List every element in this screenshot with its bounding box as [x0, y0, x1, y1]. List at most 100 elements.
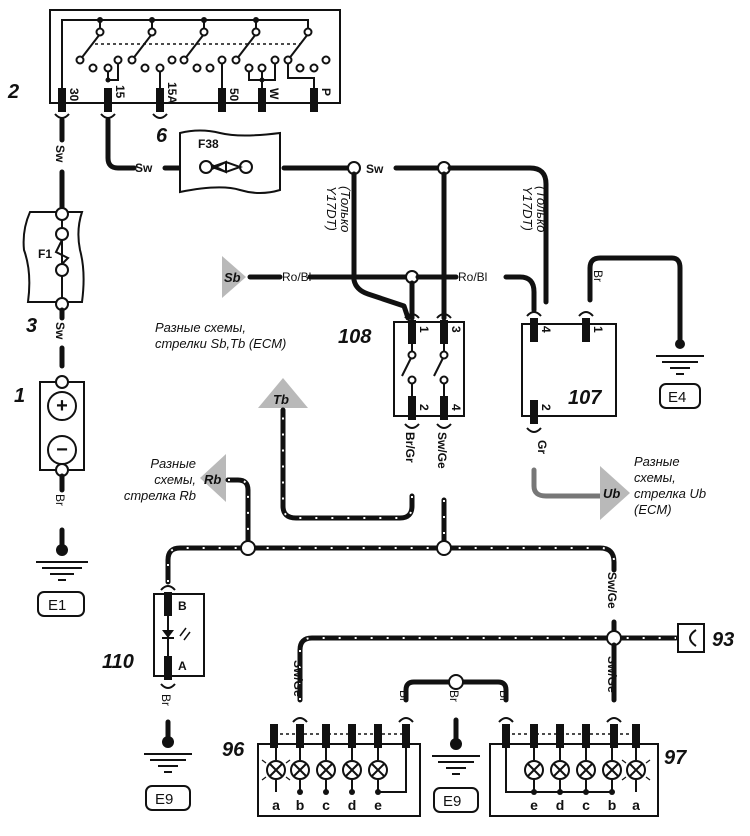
ground-e9-1: E9 [155, 791, 173, 808]
note-ub-line1: Разные [634, 454, 680, 469]
wire-label-ro-bl-2: Ro/Bl [458, 270, 487, 284]
fuse-f1: F1 [22, 207, 85, 311]
wire-label-sw-4: Sw [53, 322, 67, 340]
terminal-15: 15 [113, 85, 127, 99]
cluster-96-lamp-a: a [261, 748, 291, 813]
wire-label-br-110: Br [159, 694, 173, 706]
note-only-y17dt-1-line1: (Только [338, 186, 353, 232]
wire-label-br-e9: Br [447, 690, 461, 702]
fuse-f1-label: F1 [38, 247, 52, 261]
wire-label-sw-2: Sw [135, 161, 153, 175]
cluster-97-lamp-label-d: d [556, 797, 565, 813]
cluster-97-lamp-d: d [550, 748, 570, 813]
cluster-96-lamp-e: e [368, 748, 388, 813]
terminal-p: P [319, 88, 333, 96]
label-1: 1 [14, 385, 25, 407]
terminal-30: 30 [67, 88, 81, 102]
terminal-15a: 15A [165, 82, 179, 104]
cluster-96-lamp-d: d [342, 748, 362, 813]
arrow-sb [222, 256, 246, 298]
pin [402, 724, 410, 748]
note-rb-line2: схемы, [154, 472, 196, 487]
cluster-96-lamp-label-a: a [272, 797, 280, 813]
ground-e1: E1 [48, 597, 66, 614]
pin [502, 724, 510, 748]
relay-107-pin-4: 4 [539, 326, 553, 333]
note-only-y17dt-1-line2: Y17DT) [324, 186, 339, 231]
terminal-50: 50 [227, 88, 241, 102]
led-110-pin-a: A [178, 659, 187, 673]
relay-107-pin-2: 2 [539, 404, 553, 411]
wire-label-sw-ge-3: Sw/Ge [291, 660, 305, 697]
note-sbtb-line2: стрелки Sb,Tb (ECM) [155, 336, 286, 351]
note-rb-line1: Разные [150, 456, 196, 471]
cluster-96-lamp-b: b [290, 748, 310, 813]
wire-label-br-e4: Br [591, 270, 605, 282]
wire-label-br-gr: Br/Gr [403, 432, 417, 463]
note-rb-line3: стрелка Rb [124, 488, 196, 503]
label-96: 96 [222, 739, 245, 761]
cluster-96-lamp-c: c [316, 748, 336, 813]
wire-label-sw-ge-1: Sw/Ge [435, 432, 449, 469]
pin [610, 724, 618, 748]
label-2: 2 [7, 81, 19, 103]
battery-plus: + [56, 395, 68, 417]
relay-108: 1 3 2 4 [393, 313, 465, 429]
led-110: B A [153, 585, 205, 689]
connector-93 [677, 623, 705, 653]
relay-108-pin-1: 1 [417, 326, 431, 333]
relay-108-pin-3: 3 [449, 326, 463, 333]
fuse-f38-label: F38 [198, 137, 219, 151]
label-97: 97 [664, 747, 687, 769]
cluster-96-lamp-label-c: c [322, 797, 330, 813]
wire-label-sw-3: Sw [366, 162, 384, 176]
fuse-f38: F38 [179, 129, 281, 194]
ground-e9-2: E9 [443, 793, 461, 810]
cluster-97-lamp-e: e [524, 748, 544, 813]
pin [270, 724, 278, 748]
note-ub-line4: (ECM) [634, 502, 672, 517]
arrow-rb-label: Rb [204, 472, 221, 487]
cluster-97-lamp-c: c [576, 748, 596, 813]
cluster-97-lamp-label-a: a [632, 797, 640, 813]
pin [296, 724, 304, 748]
cluster-97-lamp-label-c: c [582, 797, 590, 813]
note-sbtb-line1: Разные схемы, [155, 320, 246, 335]
led-110-pin-b: B [178, 599, 187, 613]
battery: + − [39, 375, 85, 477]
relay-107-pin-1: 1 [591, 326, 605, 333]
relay-108-pin-2: 2 [417, 404, 431, 411]
wire-label-gr: Gr [535, 440, 549, 454]
ignition-switch: 30 15 15A 50 W P [49, 9, 341, 119]
pin [556, 724, 564, 748]
arrow-ub [600, 466, 630, 520]
relay-107: 4 1 2 [521, 311, 617, 433]
ground-e4-symbol [656, 355, 704, 375]
note-ub-line2: схемы, [634, 470, 676, 485]
arrow-sb-label: Sb [224, 270, 241, 285]
cluster-97-lamp-label-e: e [530, 797, 538, 813]
pin [582, 724, 590, 748]
label-107: 107 [568, 387, 602, 409]
ground-e4: E4 [668, 389, 686, 406]
wire-label-sw-1: Sw [53, 145, 67, 163]
pin [530, 724, 538, 748]
pin [322, 724, 330, 748]
arrow-rb [200, 454, 226, 502]
arrow-ub-label: Ub [603, 486, 620, 501]
cluster-97-lamp-a: a [621, 748, 651, 813]
wire-label-ro-bl-1: Ro/Bl [282, 270, 311, 284]
pin [632, 724, 640, 748]
arrow-tb-label: Tb [273, 392, 289, 407]
wire-label-br-e1: Br [53, 494, 67, 506]
wire-label-br-97: Br [497, 690, 511, 702]
cluster-96-lamp-label-b: b [296, 797, 305, 813]
terminal-w: W [267, 88, 281, 100]
note-only-y17dt-2-line2: Y17DT) [520, 186, 535, 231]
label-3: 3 [26, 315, 37, 337]
label-108: 108 [338, 326, 372, 348]
label-6: 6 [156, 125, 168, 147]
note-only-y17dt-2-line1: (Только [534, 186, 549, 232]
